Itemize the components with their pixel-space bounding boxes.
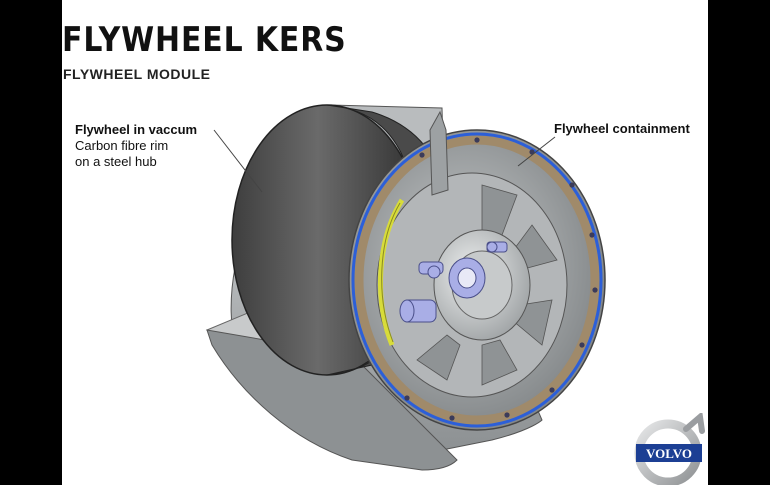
containment-leader-line [517,136,556,167]
flywheel-callout: Flywheel in vaccum Carbon fibre rim on a… [75,122,197,170]
slide-title: FLYWHEEL KERS [62,20,347,60]
slide: FLYWHEEL KERS FLYWHEEL MODULE Flywheel i… [62,0,708,485]
slide-subtitle: FLYWHEEL MODULE [63,66,211,82]
volvo-logo-icon: VOLVO [634,411,705,485]
volvo-logo-text: VOLVO [646,446,692,461]
hub-bearing-parts [399,241,508,323]
ring-bolts [404,137,598,421]
flywheel-callout-line2: on a steel hub [75,154,157,169]
containment-callout: Flywheel containment [554,121,690,137]
casing-lower-wall [206,329,458,471]
containment-callout-heading: Flywheel containment [554,121,690,136]
flywheel-leader-line [213,129,263,193]
flywheel-callout-heading: Flywheel in vaccum [75,122,198,137]
volvo-logo: VOLVO [634,411,706,485]
callout-leader-lines [213,129,556,193]
flywheel-callout-line1: Carbon fibre rim [75,138,169,153]
blue-seal [351,132,603,428]
casing-top-right [429,110,449,196]
flywheel-module-illustration [205,104,606,471]
